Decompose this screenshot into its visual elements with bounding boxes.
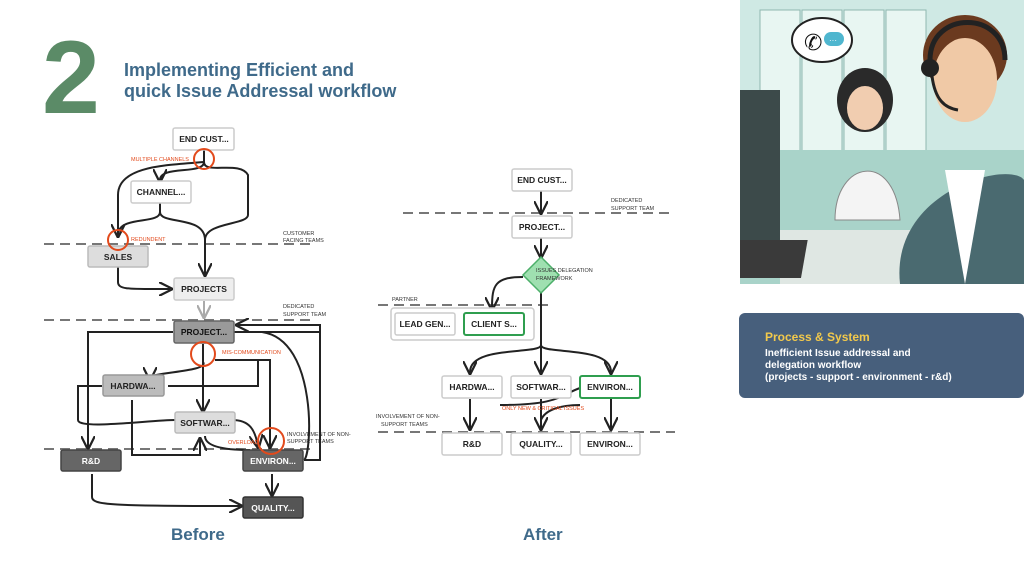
before-node-channel: [130, 180, 192, 204]
before-zone-label-nonsupport-2: SUPPORT TEAMS: [287, 439, 334, 445]
before-node-sales: [87, 245, 149, 268]
after-node-end-customer: [511, 168, 573, 192]
before-zone-label-customer-2: FACING TEAMS: [283, 238, 324, 244]
chat-bubble-icon: [824, 32, 844, 46]
after-node-project: [511, 215, 573, 239]
after-node-quality-label: QUALITY...: [519, 439, 562, 449]
annotation-overload: OVERLOAD: [228, 440, 259, 446]
svg-text:···: ···: [829, 36, 837, 45]
after-node-issues-framework: [521, 255, 561, 295]
after-zone-label-support-2: SUPPORT TEAM: [611, 206, 655, 212]
before-node-quality: [242, 496, 304, 519]
after-node-software-label: SOFTWAR...: [516, 382, 566, 392]
after-zone-label-partner: PARTNER: [392, 297, 418, 303]
alert-circle-mis-communication: [190, 341, 216, 367]
before-node-projects: [173, 277, 235, 301]
info-card-line2: delegation workflow: [765, 360, 862, 371]
after-node-project-label: PROJECT...: [519, 222, 565, 232]
alert-circle-redundent: [107, 229, 129, 251]
after-zone-label-nonsupport-1: INVOLVEMENT OF NON-: [376, 414, 440, 420]
step-number: 2: [42, 20, 100, 136]
after-node-environment-bottom: [579, 432, 641, 456]
before-node-projects-label: PROJECTS: [181, 284, 227, 294]
after-node-software: [510, 375, 572, 399]
before-caption: Before: [171, 525, 225, 544]
phone-icon: ✆: [804, 30, 822, 55]
info-card-heading: Process & System: [765, 330, 870, 344]
after-issues-framework-label-1: ISSUES DELEGATION: [536, 268, 593, 274]
before-zone-label-nonsupport-1: INVOLVEMENT OF NON-: [287, 432, 351, 438]
annotation-multiple-channels: MULTIPLE CHANNELS: [131, 157, 189, 163]
after-node-environment-bottom-label: ENVIRON...: [587, 439, 633, 449]
speech-bubble: [791, 17, 853, 63]
page-title: Implementing Efficient and quick Issue A…: [124, 60, 396, 102]
after-node-hardware-label: HARDWA...: [449, 382, 494, 392]
page-title-line2: quick Issue Addressal workflow: [124, 81, 397, 101]
before-node-software: [174, 411, 236, 434]
before-node-hardware-label: HARDWA...: [110, 381, 155, 391]
after-issues-framework-label-2: FRAMEWORK: [536, 276, 573, 282]
before-node-project-label: PROJECT...: [181, 327, 227, 337]
before-node-sales-label: SALES: [104, 252, 133, 262]
before-zone-label-support-2: SUPPORT TEAM: [283, 312, 327, 318]
after-zone-label-nonsupport-2: SUPPORT TEAMS: [381, 422, 428, 428]
before-node-environment: [242, 449, 304, 472]
after-node-client-s: [463, 312, 525, 336]
info-card-body: Inefficient Issue addressal and delegati…: [765, 348, 1005, 384]
after-caption: After: [523, 525, 563, 544]
before-node-environment-label: ENVIRON...: [250, 456, 296, 466]
info-card-line1: Inefficient Issue addressal and: [765, 348, 911, 359]
before-node-software-label: SOFTWAR...: [180, 418, 230, 428]
before-node-quality-label: QUALITY...: [251, 503, 294, 513]
after-zone-label-support-1: DEDICATED: [611, 198, 642, 204]
after-node-hardware: [441, 375, 503, 399]
call-center-agents-illustration: ✆ ···: [740, 0, 1024, 284]
before-node-end-customer-label: END CUST...: [179, 134, 229, 144]
alert-circle-multiple-channels: [193, 148, 215, 170]
before-node-channel-label: CHANNEL...: [137, 187, 186, 197]
annotation-mis-communication: MIS-COMMUNICATION: [222, 350, 281, 356]
after-node-rnd: [441, 432, 503, 456]
after-node-end-customer-label: END CUST...: [517, 175, 567, 185]
before-node-rnd: [60, 449, 122, 472]
info-card: [739, 313, 1024, 398]
after-node-client-s-label: CLIENT S...: [471, 319, 517, 329]
after-node-lead-gen: [394, 312, 456, 336]
alert-circle-overload: [257, 427, 285, 455]
before-node-hardware: [102, 374, 165, 397]
after-node-quality: [510, 432, 572, 456]
after-node-environment-top: [579, 375, 641, 399]
annotation-redundent: REDUNDENT: [131, 237, 166, 243]
after-node-environment-top-label: ENVIRON...: [587, 382, 633, 392]
before-zone-label-support-1: DEDICATED: [283, 304, 314, 310]
annotation-only-new-critical: ONLY NEW & CRITICAL ISSUES: [502, 406, 584, 412]
info-card-line3: (projects - support - environment - r&d): [765, 372, 952, 383]
page-title-line1: Implementing Efficient and: [124, 60, 355, 80]
after-node-rnd-label: R&D: [463, 439, 481, 449]
after-node-lead-gen-label: LEAD GEN...: [399, 319, 450, 329]
before-node-rnd-label: R&D: [82, 456, 100, 466]
before-zone-label-customer-1: CUSTOMER: [283, 231, 314, 237]
